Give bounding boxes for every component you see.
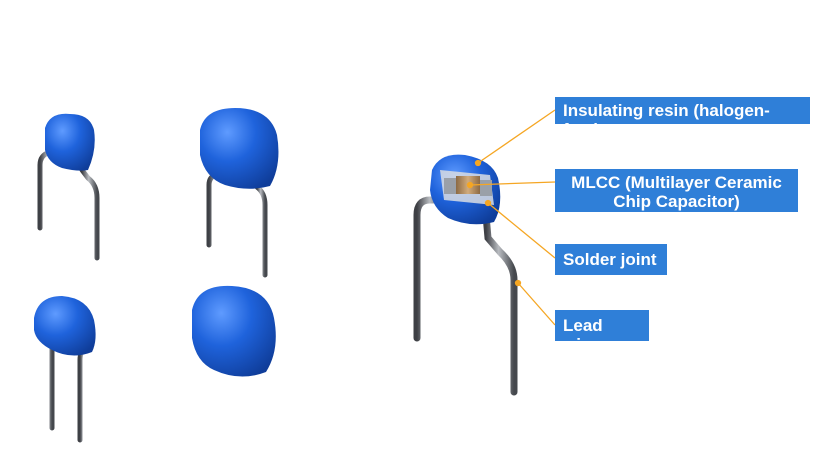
capacitor-small-2 <box>34 296 96 443</box>
leader-dot-mlcc <box>466 181 474 189</box>
lead-wire <box>77 341 91 443</box>
resin-body <box>45 113 95 171</box>
leader-line-resin <box>477 109 556 164</box>
leader-line-mlcc <box>469 181 556 186</box>
leader-dot-lead <box>514 279 522 287</box>
lead-wire <box>79 167 100 261</box>
lead-wire <box>254 184 268 278</box>
capacitor-cutaway <box>413 154 518 396</box>
label-insulating-resin: Insulating resin (halogen-free) <box>555 97 810 139</box>
capacitor-large-2 <box>192 285 276 453</box>
label-solder-joint: Solder joint <box>555 244 667 275</box>
solder-joint <box>444 178 456 194</box>
resin-body <box>34 296 96 356</box>
leader-dot-solder <box>484 199 492 207</box>
label-mlcc: MLCC (Multilayer Ceramic Chip Capacitor) <box>555 169 798 212</box>
lead-wire <box>413 196 449 342</box>
resin-body <box>192 285 276 377</box>
resin-body <box>200 108 279 189</box>
leader-line-lead <box>517 282 556 326</box>
solder-joint <box>480 180 492 196</box>
capacitor-large-1 <box>200 108 279 278</box>
capacitor-small-1 <box>37 113 100 261</box>
lead-wire <box>482 211 518 396</box>
leader-dot-resin <box>474 159 482 167</box>
leader-line-solder <box>487 202 556 259</box>
leader-lines <box>466 109 556 326</box>
label-lead-wire: Lead wire <box>555 310 649 354</box>
